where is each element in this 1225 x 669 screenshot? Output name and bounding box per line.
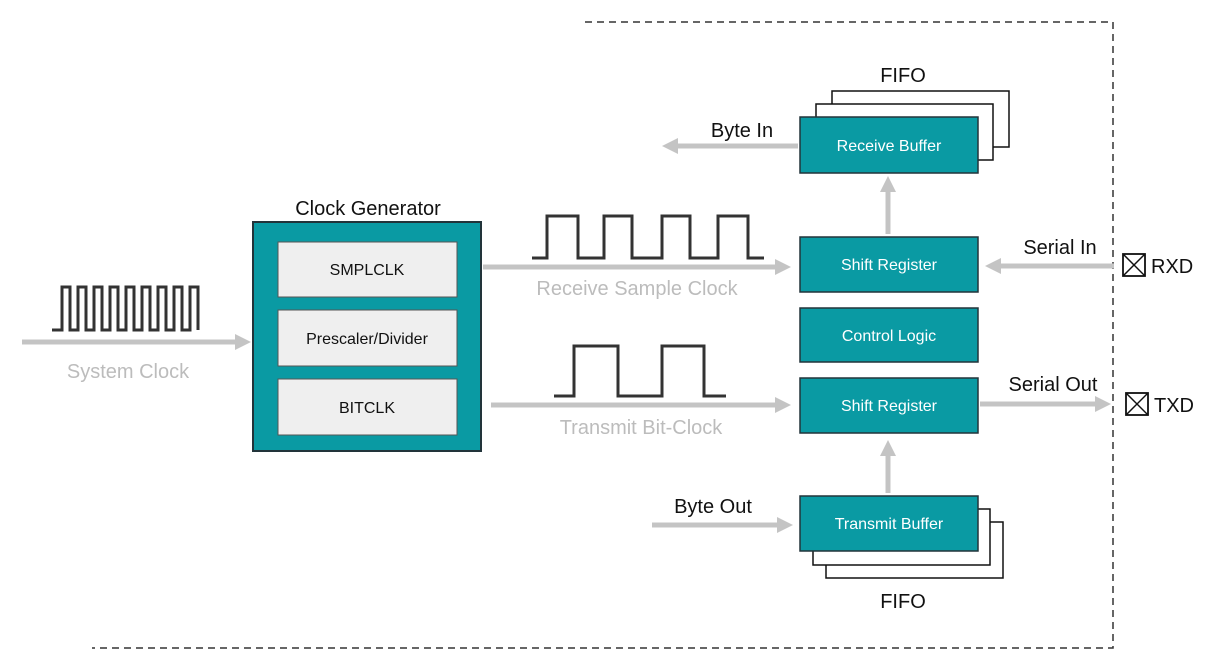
receive-sample-clock-arrow: [483, 259, 791, 275]
txd-pin-icon: [1125, 392, 1149, 416]
bitclk-label: BITCLK: [339, 400, 395, 417]
serial-in-label: Serial In: [1023, 237, 1096, 259]
shift-register-tx-box: [799, 377, 979, 434]
receive-sample-clock-waveform: [532, 214, 764, 260]
bitclk-box: [277, 378, 458, 436]
tx-buffer-to-shift-arrow: [880, 440, 896, 493]
rxd-pin-icon: [1122, 253, 1146, 277]
transmit-buffer-label: Transmit Buffer: [835, 516, 944, 533]
smplclk-box: [277, 241, 458, 298]
fifo-bottom-label: FIFO: [880, 591, 926, 613]
prescaler-label: Prescaler/Divider: [306, 331, 428, 348]
byte-in-label: Byte In: [711, 120, 773, 142]
byte-out-label: Byte Out: [674, 496, 752, 518]
fifo-top-label: FIFO: [880, 65, 926, 87]
rxd-label: RXD: [1151, 256, 1193, 278]
clock-generator-title: Clock Generator: [295, 198, 441, 220]
smplclk-label: SMPLCLK: [330, 262, 405, 279]
system-clock-waveform: [52, 285, 200, 332]
byte-out-arrow: [652, 517, 793, 533]
txd-label: TXD: [1154, 395, 1194, 417]
serial-out-arrow: [980, 396, 1111, 412]
serial-in-arrow: [985, 258, 1114, 274]
transmit-bit-clock-waveform: [554, 344, 726, 398]
byte-in-arrow: [662, 138, 798, 154]
transmit-bit-clock-label: Transmit Bit-Clock: [560, 417, 724, 439]
receive-buffer-box: [799, 116, 979, 174]
control-logic-box: [799, 307, 979, 363]
prescaler-box: [277, 309, 458, 367]
serial-out-label: Serial Out: [1009, 374, 1098, 396]
transmit-buffer-box: [799, 495, 979, 552]
peripheral-boundary: [92, 21, 1114, 649]
system-clock-arrow: [22, 334, 251, 350]
control-logic-label: Control Logic: [842, 328, 936, 345]
shift-register-rx-box: [799, 236, 979, 293]
rx-shift-to-buffer-arrow: [880, 176, 896, 234]
receive-sample-clock-label: Receive Sample Clock: [536, 278, 738, 300]
shift-register-rx-label: Shift Register: [841, 257, 938, 274]
system-clock-label: System Clock: [67, 361, 190, 383]
shift-register-tx-label: Shift Register: [841, 398, 938, 415]
transmit-bit-clock-arrow: [491, 397, 791, 413]
receive-buffer-label: Receive Buffer: [837, 138, 942, 155]
